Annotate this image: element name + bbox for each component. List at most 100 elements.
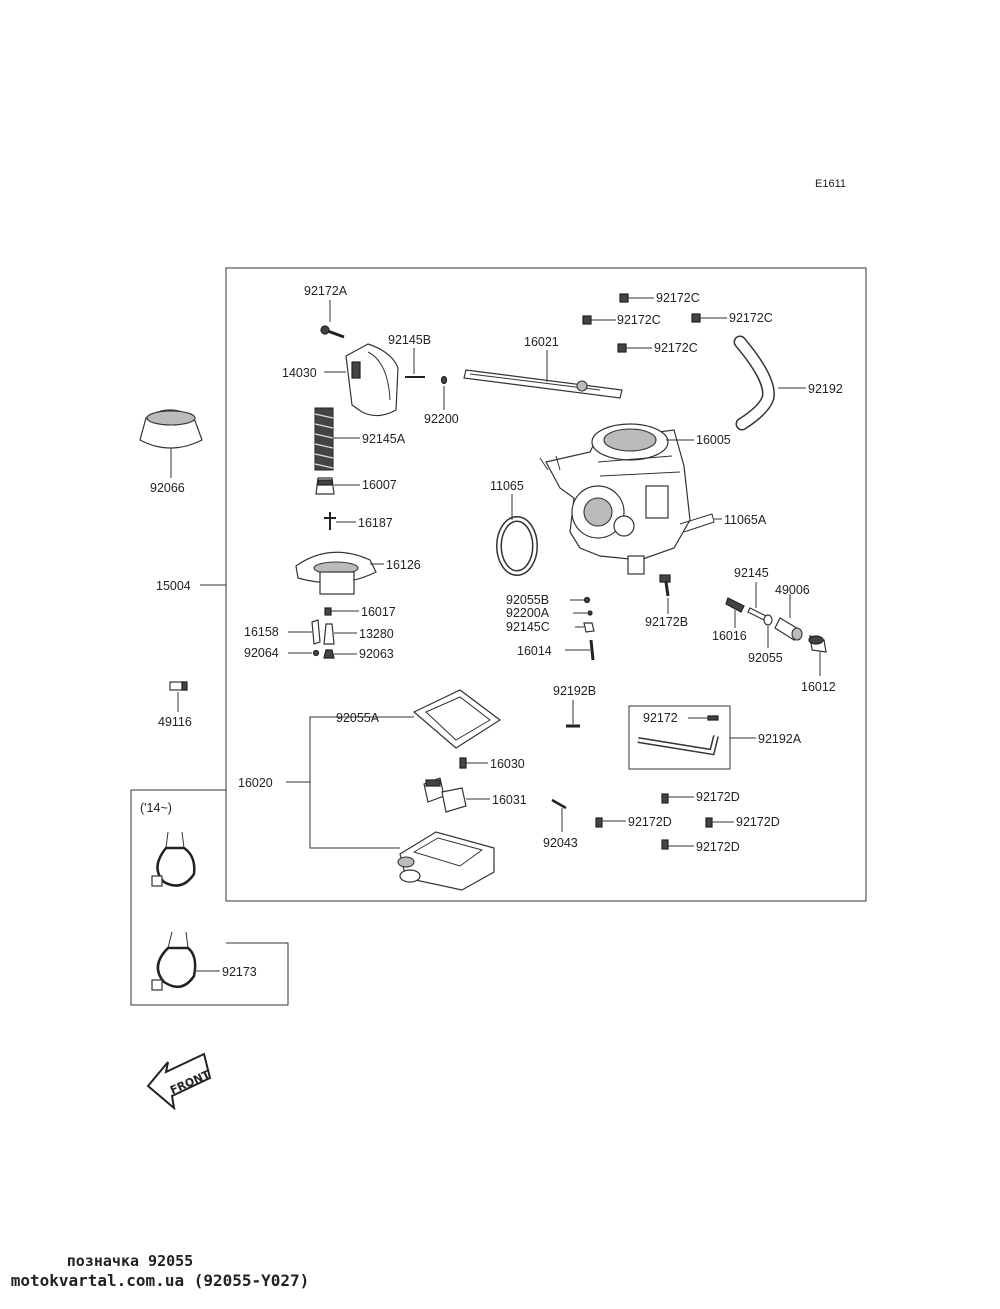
part-16014-screw[interactable] [565,639,595,661]
part-16007-retainer[interactable] [315,477,360,495]
part-92055-oring[interactable] [763,614,773,648]
label-92055B[interactable]: 92055B [506,593,549,607]
label-92172C-2[interactable]: 92172C [617,313,661,327]
part-92173-clamp-upper[interactable] [151,831,196,887]
label-16016[interactable]: 16016 [712,629,747,643]
label-92055[interactable]: 92055 [748,651,783,665]
part-92172C-screw-4[interactable] [617,343,652,353]
part-16020-float-chamber[interactable] [397,831,495,891]
label-11065A[interactable]: 11065A [724,513,767,527]
label-92043[interactable]: 92043 [543,836,578,850]
label-92172B[interactable]: 92172B [645,615,688,629]
label-92172D-2[interactable]: 92172D [628,815,672,829]
part-49116-fitting[interactable] [169,681,188,712]
front-arrow-icon: FRONT [146,1052,212,1111]
caption-title: позначка 92055 [66,1252,194,1270]
label-92173[interactable]: 92173 [222,965,257,979]
part-92066-cap[interactable] [139,409,203,449]
label-16014[interactable]: 16014 [517,644,552,658]
part-92063-nut[interactable] [323,649,357,659]
part-92192B-pin[interactable] [566,700,580,728]
part-92192-hose[interactable] [733,335,806,431]
label-92192[interactable]: 92192 [808,382,843,396]
label-92172C-3[interactable]: 92172C [729,311,773,325]
part-14030-cover[interactable] [345,343,399,417]
part-16126-diaphragm[interactable] [295,551,384,595]
label-92145B[interactable]: 92145B [388,333,431,347]
part-92172D-screw-4[interactable] [661,839,694,850]
label-92145C[interactable]: 92145C [506,620,550,634]
part-92172D-screw-1[interactable] [661,793,694,804]
part-16017-jet[interactable] [324,607,359,616]
part-92064-washer[interactable] [288,649,320,657]
part-16012-cap[interactable] [808,635,827,676]
part-92200-washer[interactable] [440,375,448,411]
part-92172-inset-screw[interactable] [688,715,719,721]
label-13280[interactable]: 13280 [359,627,394,641]
label-92172A[interactable]: 92172A [304,284,348,298]
part-92173-clamp-lower[interactable] [151,931,220,991]
label-16017[interactable]: 16017 [361,605,396,619]
label-49006[interactable]: 49006 [775,583,810,597]
part-13280-needle-jet[interactable] [323,623,357,645]
part-92172D-screw-2[interactable] [595,817,626,828]
part-16016-pilot-screw[interactable] [725,597,745,628]
label-16187[interactable]: 16187 [358,516,393,530]
label-16126[interactable]: 16126 [386,558,421,572]
part-92145B-pin[interactable] [405,348,425,378]
part-92172C-screw-3[interactable] [691,313,727,323]
label-92066[interactable]: 92066 [150,481,185,495]
part-92145A-spring[interactable] [314,407,360,471]
label-92172C-4[interactable]: 92172C [654,341,698,355]
label-92192A[interactable]: 92192A [758,732,802,746]
part-16030-screw[interactable] [459,757,488,769]
label-16020[interactable]: 16020 [238,776,273,790]
part-92043-pin[interactable] [551,798,567,832]
label-15004[interactable]: 15004 [156,579,191,593]
label-16030[interactable]: 16030 [490,757,525,771]
part-92200A-washer[interactable] [573,610,593,616]
caption-source[interactable]: motokvartal.com.ua (92055-Y027) [10,1271,310,1290]
part-92172B-screw[interactable] [659,574,671,614]
label-16021[interactable]: 16021 [524,335,559,349]
label-16031[interactable]: 16031 [492,793,527,807]
label-16158[interactable]: 16158 [244,625,279,639]
part-16158-jet[interactable] [288,619,321,645]
label-92200A[interactable]: 92200A [506,606,550,620]
label-92145A[interactable]: 92145A [362,432,406,446]
label-92055A[interactable]: 92055A [336,711,380,725]
part-92172C-screw-1[interactable] [619,293,654,303]
part-16031-float[interactable] [423,777,490,813]
part-16187-needle[interactable] [324,512,356,530]
part-11065-ring[interactable] [496,494,538,576]
label-92063[interactable]: 92063 [359,647,394,661]
label-16005[interactable]: 16005 [696,433,731,447]
part-16005-carburetor-body[interactable] [539,423,722,575]
label-16012[interactable]: 16012 [801,680,836,694]
label-92172[interactable]: 92172 [643,711,678,725]
label-92172C-1[interactable]: 92172C [656,291,700,305]
label-92172D-1[interactable]: 92172D [696,790,740,804]
label-92200[interactable]: 92200 [424,412,459,426]
label-16007[interactable]: 16007 [362,478,397,492]
part-92055A-gasket[interactable] [384,689,502,749]
part-49006-plunger[interactable] [774,594,803,641]
part-16021-shaft[interactable] [463,350,623,399]
part-92172D-screw-3[interactable] [705,817,734,828]
label-49116[interactable]: 49116 [158,715,192,729]
part-92192A-tube[interactable] [637,735,719,756]
part-92172A-screw[interactable] [320,325,345,339]
label-11065[interactable]: 11065 [490,479,524,493]
diagram-code: E1611 [815,178,846,190]
part-92145C-spring[interactable] [575,622,595,633]
label-92064[interactable]: 92064 [244,646,279,660]
label-14030[interactable]: 14030 [282,366,317,380]
part-92145-spring[interactable] [747,582,767,621]
year-inset-frame [130,789,289,1006]
part-92055B-oring[interactable] [570,596,591,604]
label-92172D-4[interactable]: 92172D [696,840,740,854]
label-92145[interactable]: 92145 [734,566,769,580]
part-92172C-screw-2[interactable] [582,315,616,325]
label-92172D-3[interactable]: 92172D [736,815,780,829]
label-92192B[interactable]: 92192B [553,684,596,698]
